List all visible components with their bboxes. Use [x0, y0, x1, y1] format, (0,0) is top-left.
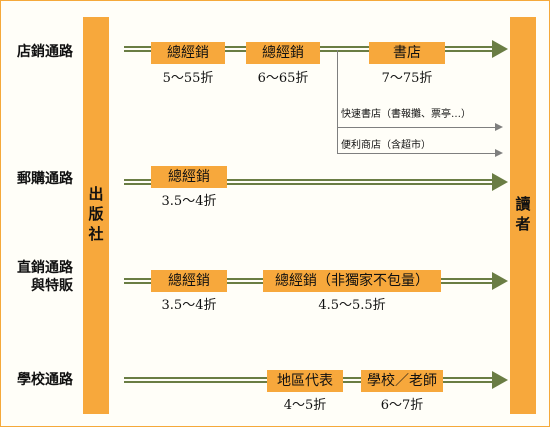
node-discount: 5～55折 — [162, 71, 214, 86]
branch-line — [337, 127, 495, 128]
node-box: 總經銷 — [151, 42, 225, 64]
channel-label-store: 店銷通路 — [17, 44, 73, 60]
arrow-head — [492, 272, 508, 290]
node-box: 總經銷 — [151, 270, 227, 292]
channel-label-school: 學校通路 — [17, 372, 73, 388]
publisher-bar: 出版社 — [83, 17, 109, 414]
branch-arrow-head — [495, 149, 503, 157]
branch-label: 便利商店（含超市） — [341, 140, 431, 151]
branch-vertical-line — [337, 50, 338, 128]
node-box: 總經銷 — [151, 166, 227, 188]
branch-line — [337, 153, 495, 154]
branch-vertical-line — [337, 128, 338, 154]
node-discount: 7～75折 — [381, 71, 433, 86]
branch-label: 快速書店（書報攤、票亭…） — [341, 109, 471, 120]
node-discount: 3.5～4折 — [161, 194, 217, 209]
publisher-label: 出版社 — [86, 185, 105, 246]
node-discount: 4.5～5.5折 — [318, 298, 386, 313]
branch-arrow-head — [495, 123, 503, 131]
node-discount: 4～5折 — [283, 398, 327, 413]
node-box: 書店 — [369, 42, 445, 64]
node-discount: 6～7折 — [380, 398, 424, 413]
node-box: 總經銷 — [246, 42, 320, 64]
arrow-head — [492, 371, 508, 389]
reader-label: 讀者 — [513, 195, 532, 236]
arrow-head — [492, 173, 508, 191]
channel-label-mail-order: 郵購通路 — [17, 171, 73, 187]
node-discount: 3.5～4折 — [161, 298, 217, 313]
node-discount: 6～65折 — [257, 71, 309, 86]
channel-label-direct: 直銷通路 與特販 — [17, 260, 73, 294]
node-box: 學校／老師 — [361, 370, 443, 392]
reader-bar: 讀者 — [510, 17, 536, 414]
channel-arrow-mail-order — [124, 173, 508, 191]
node-box: 地區代表 — [267, 370, 343, 392]
node-box: 總經銷（非獨家不包量） — [263, 270, 441, 292]
arrow-head — [492, 40, 508, 58]
